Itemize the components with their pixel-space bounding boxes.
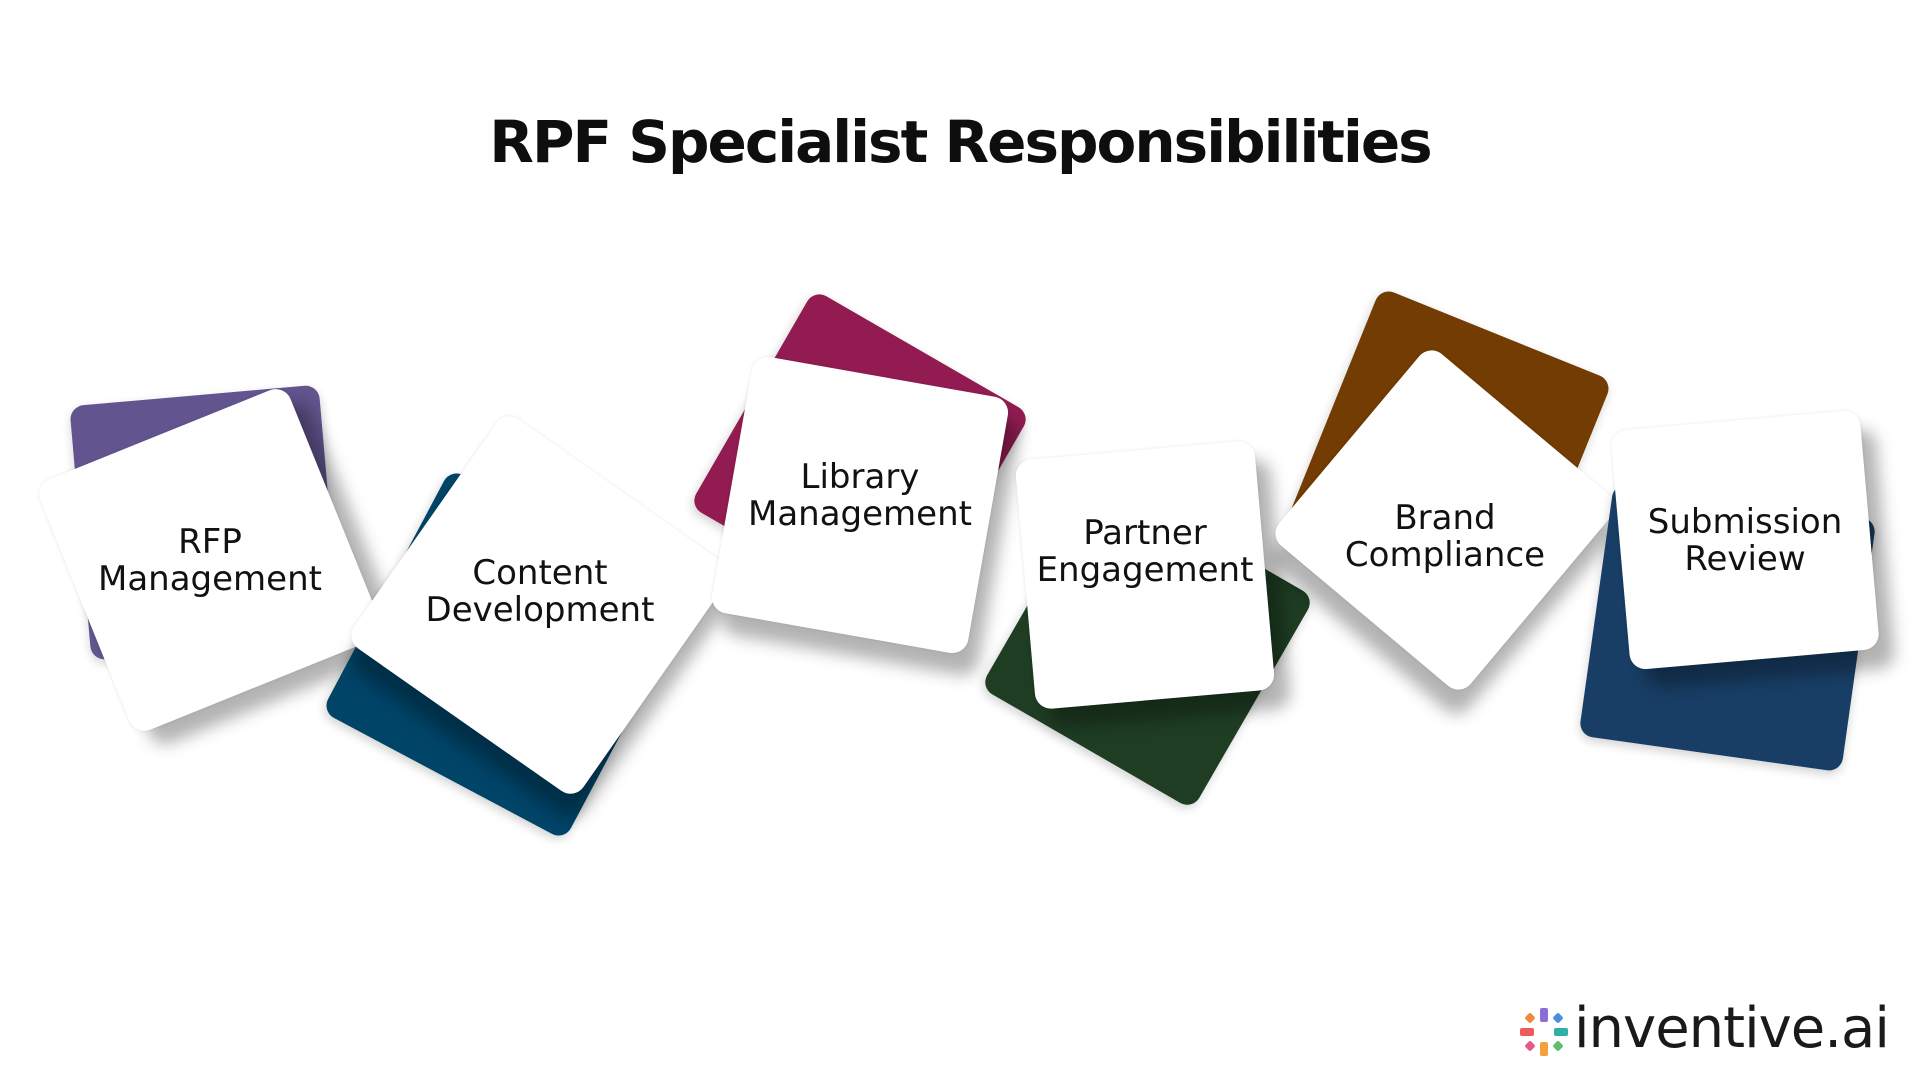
card-label-line: Management <box>748 494 972 534</box>
card-label-line: Engagement <box>1036 550 1254 590</box>
card-label: Brand Compliance <box>1305 500 1585 574</box>
card-label-line: Development <box>425 590 655 630</box>
brand-logo: inventive.ai <box>1518 996 1890 1061</box>
logo-wordmark: inventive.ai <box>1574 996 1890 1061</box>
card-label-line: Compliance <box>1344 535 1546 575</box>
card-label-line: Library <box>800 457 920 497</box>
card-label-line: Partner <box>1083 513 1207 553</box>
card-label-line: Review <box>1684 539 1806 579</box>
card-label: Library Management <box>720 459 1000 533</box>
card-label: Partner Engagement <box>1005 515 1285 589</box>
card-label-line: Brand <box>1394 498 1496 538</box>
page-title: RPF Specialist Responsibilities <box>489 108 1432 176</box>
sparkle-logo-icon <box>1520 1008 1568 1056</box>
card-label-line: Content <box>472 553 608 593</box>
card-label: Content Development <box>400 555 680 629</box>
card-label-line: Submission <box>1647 502 1843 542</box>
card-label: RFP Management <box>70 524 350 598</box>
card-label-line: RFP <box>178 522 242 562</box>
card-label-line: Management <box>98 559 322 599</box>
card-label: Submission Review <box>1605 504 1885 578</box>
